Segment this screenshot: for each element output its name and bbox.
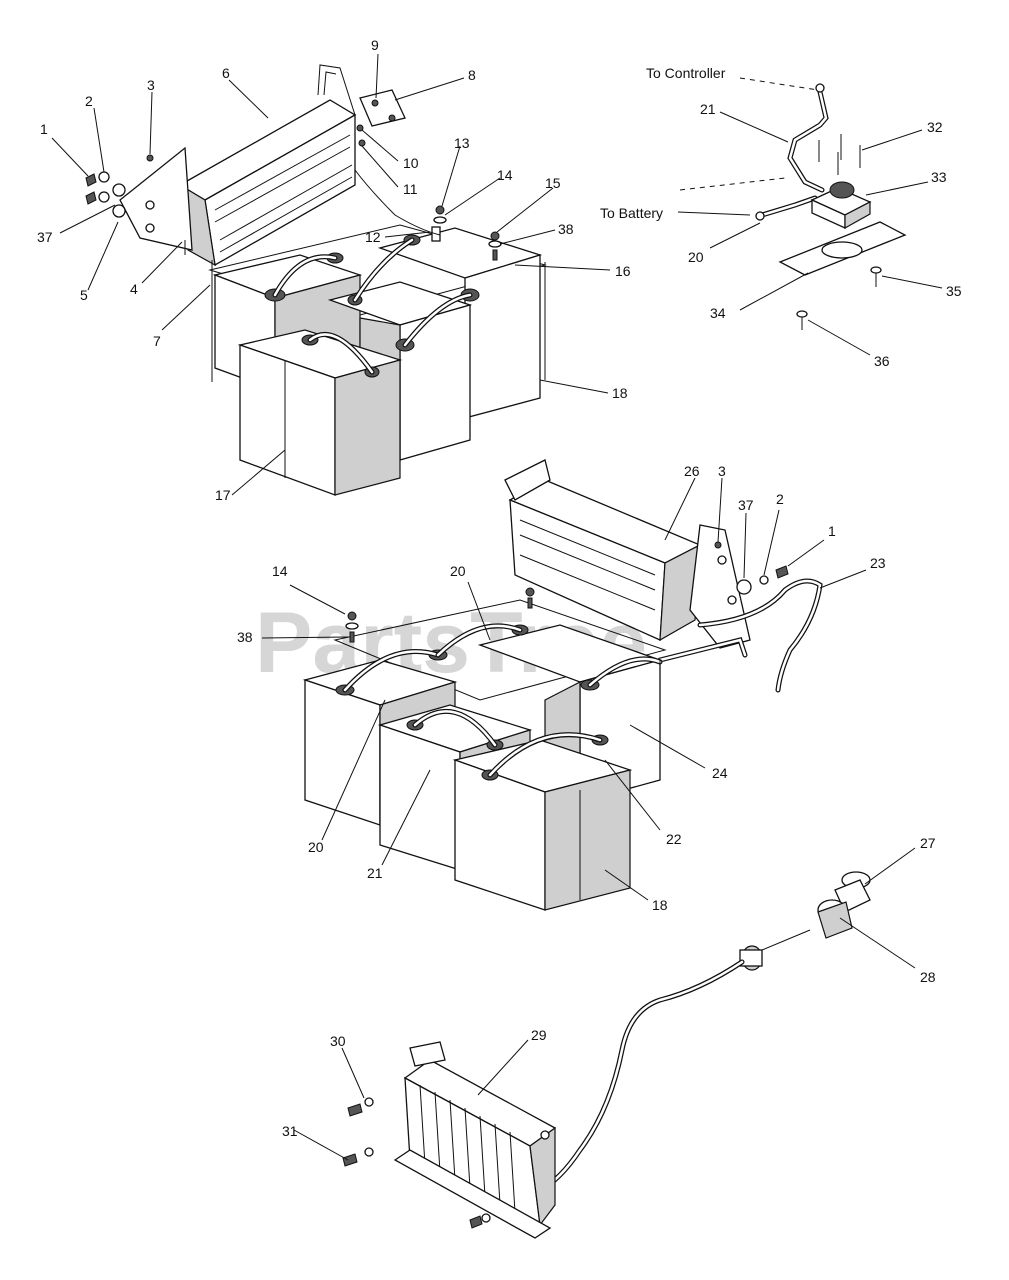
callout-24: 24: [712, 765, 728, 781]
callout-12: 12: [365, 229, 381, 245]
callout-38-lower: 38: [237, 629, 253, 645]
callout-labels: 1 2 3 6 37 5 4 7 9 8 10 11 13 14 15 12 3…: [37, 37, 962, 1139]
note-to-controller: To Controller: [646, 65, 726, 81]
lower-charger: [504, 459, 823, 693]
callout-16: 16: [615, 263, 631, 279]
callout-11: 11: [403, 181, 418, 197]
callout-34: 34: [710, 305, 726, 321]
callout-2: 2: [85, 93, 93, 109]
callout-33: 33: [931, 169, 947, 185]
callout-26: 26: [684, 463, 700, 479]
upper-hardware: [85, 89, 502, 382]
upper-battery-assembly: [208, 224, 547, 496]
callout-1-lower: 1: [828, 523, 836, 539]
callout-4: 4: [130, 281, 138, 297]
callout-20: 20: [688, 249, 704, 265]
callout-18-lower: 18: [652, 897, 668, 913]
callout-17: 17: [215, 487, 231, 503]
callout-37-lower: 37: [738, 497, 754, 513]
battery-front: [237, 329, 403, 496]
callout-21: 21: [700, 101, 716, 117]
callout-15: 15: [545, 175, 561, 191]
callout-29: 29: [531, 1027, 547, 1043]
callout-10: 10: [403, 155, 419, 171]
callout-28: 28: [920, 969, 936, 985]
callout-13: 13: [454, 135, 470, 151]
callout-36: 36: [874, 353, 890, 369]
callout-6: 6: [222, 65, 230, 81]
callout-32: 32: [927, 119, 943, 135]
callout-18: 18: [612, 385, 628, 401]
callout-14: 14: [497, 167, 513, 183]
callout-23: 23: [870, 555, 886, 571]
callout-37: 37: [37, 229, 53, 245]
charger-plug: [537, 871, 871, 1193]
note-to-battery: To Battery: [600, 205, 663, 221]
controller-heatsink: [342, 1041, 557, 1239]
callout-21-lower: 21: [367, 865, 383, 881]
callout-14-lower: 14: [272, 563, 288, 579]
callout-2-lower: 2: [776, 491, 784, 507]
callout-9: 9: [371, 37, 379, 53]
callout-7: 7: [153, 333, 161, 349]
callout-35: 35: [946, 283, 962, 299]
battery-lower-front: [452, 739, 633, 911]
callout-3: 3: [147, 77, 155, 93]
leader-lines: [51, 53, 943, 1161]
callout-5: 5: [80, 287, 88, 303]
callout-31: 31: [282, 1123, 298, 1139]
callout-27: 27: [920, 835, 936, 851]
callout-20-lower: 20: [450, 563, 466, 579]
callout-1: 1: [40, 121, 48, 137]
callout-8: 8: [468, 67, 476, 83]
solenoid-assembly: [755, 83, 907, 330]
callout-30: 30: [330, 1033, 346, 1049]
callout-20-front: 20: [308, 839, 324, 855]
callout-3-lower: 3: [718, 463, 726, 479]
callout-22: 22: [666, 831, 682, 847]
callout-38: 38: [558, 221, 574, 237]
lower-battery-assembly: [302, 587, 667, 911]
upper-charger: [119, 64, 357, 267]
